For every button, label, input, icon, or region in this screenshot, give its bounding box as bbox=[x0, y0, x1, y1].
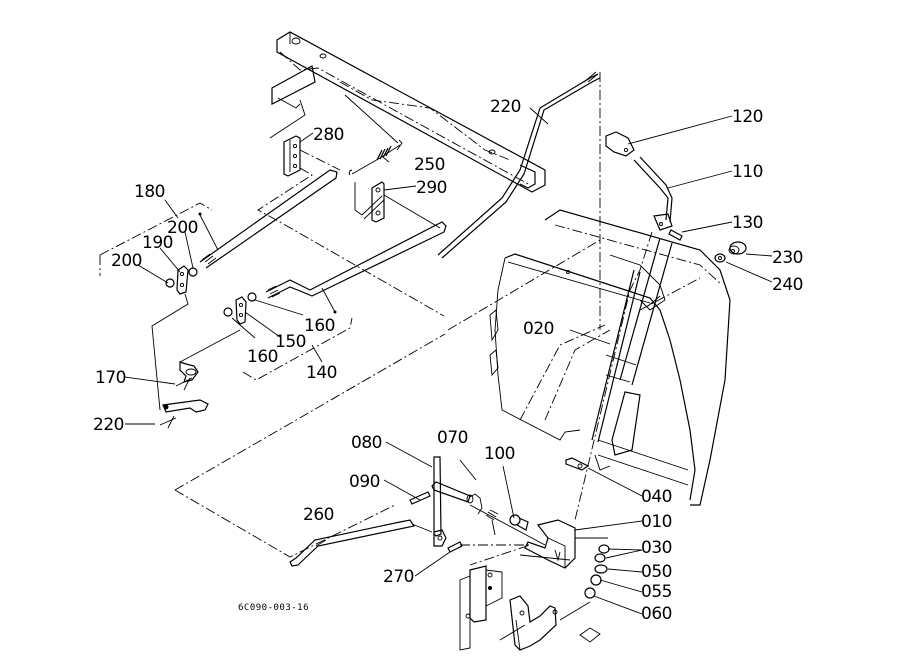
callout-080: 080 bbox=[351, 433, 382, 453]
callout-060: 060 bbox=[641, 604, 672, 624]
part-250-spring bbox=[344, 94, 403, 176]
part-040-plate bbox=[565, 457, 590, 471]
part-210-arm bbox=[159, 399, 209, 429]
part-110-lever bbox=[633, 156, 673, 231]
callout-160-right: 160 bbox=[304, 316, 335, 336]
lower-chassis bbox=[459, 544, 601, 651]
callout-030: 030 bbox=[641, 538, 672, 558]
callout-230: 230 bbox=[772, 248, 803, 268]
callout-040: 040 bbox=[641, 487, 672, 507]
frame-cross-member bbox=[269, 31, 546, 193]
callout-090: 090 bbox=[349, 472, 380, 492]
callout-labels: 220 120 110 130 230 240 020 040 010 030 … bbox=[93, 97, 803, 624]
part-010-bracket bbox=[519, 519, 608, 569]
part-240-nut bbox=[714, 253, 726, 263]
callout-160-left: 160 bbox=[247, 347, 278, 367]
callout-055: 055 bbox=[641, 582, 672, 602]
callout-020: 020 bbox=[523, 319, 554, 339]
part-230-grommet bbox=[728, 241, 747, 255]
dashboard-panel bbox=[489, 209, 731, 506]
callout-240: 240 bbox=[772, 275, 803, 295]
callout-270: 270 bbox=[383, 567, 414, 587]
callout-180: 180 bbox=[134, 182, 165, 202]
part-130-pin bbox=[668, 229, 683, 241]
callout-170: 170 bbox=[95, 368, 126, 388]
part-260-rod bbox=[289, 519, 433, 567]
callout-100: 100 bbox=[484, 444, 515, 464]
callout-220: 220 bbox=[490, 97, 521, 117]
part-190-lever bbox=[151, 265, 198, 411]
part-220-rod bbox=[437, 71, 601, 259]
part-170-arm bbox=[175, 361, 199, 391]
callout-110: 110 bbox=[732, 162, 763, 182]
callout-150: 150 bbox=[275, 332, 306, 352]
part-150-lever bbox=[179, 292, 257, 363]
part-080-shaft bbox=[433, 456, 447, 547]
callout-250: 250 bbox=[414, 155, 445, 175]
assembly-boundaries bbox=[99, 72, 601, 558]
leader-lines bbox=[124, 107, 773, 615]
part-070-pivot bbox=[431, 481, 546, 546]
part-100-nut bbox=[509, 514, 529, 531]
part-120-knob bbox=[605, 131, 635, 157]
fasteners-stack bbox=[584, 544, 610, 599]
callout-280: 280 bbox=[313, 125, 344, 145]
callout-050: 050 bbox=[641, 562, 672, 582]
callout-210: 220 bbox=[93, 415, 124, 435]
callout-190: 190 bbox=[142, 233, 173, 253]
rod-upper bbox=[591, 269, 641, 443]
callout-070: 070 bbox=[437, 428, 468, 448]
callout-200-lower: 200 bbox=[111, 251, 142, 271]
callout-120: 120 bbox=[732, 107, 763, 127]
callout-130: 130 bbox=[732, 213, 763, 233]
part-290-bracket bbox=[354, 181, 441, 229]
part-280-bracket bbox=[257, 135, 445, 317]
callout-290: 290 bbox=[416, 178, 447, 198]
callout-200-upper: 200 bbox=[167, 218, 198, 238]
callout-010: 010 bbox=[641, 512, 672, 532]
part-090-key bbox=[409, 491, 431, 505]
control-rod-020 bbox=[574, 231, 653, 521]
reference-code: 6C090-003-16 bbox=[238, 603, 309, 613]
callout-140: 140 bbox=[306, 363, 337, 383]
callout-260: 260 bbox=[303, 505, 334, 525]
linkage-rods bbox=[198, 169, 447, 314]
part-270-pin bbox=[447, 541, 463, 553]
